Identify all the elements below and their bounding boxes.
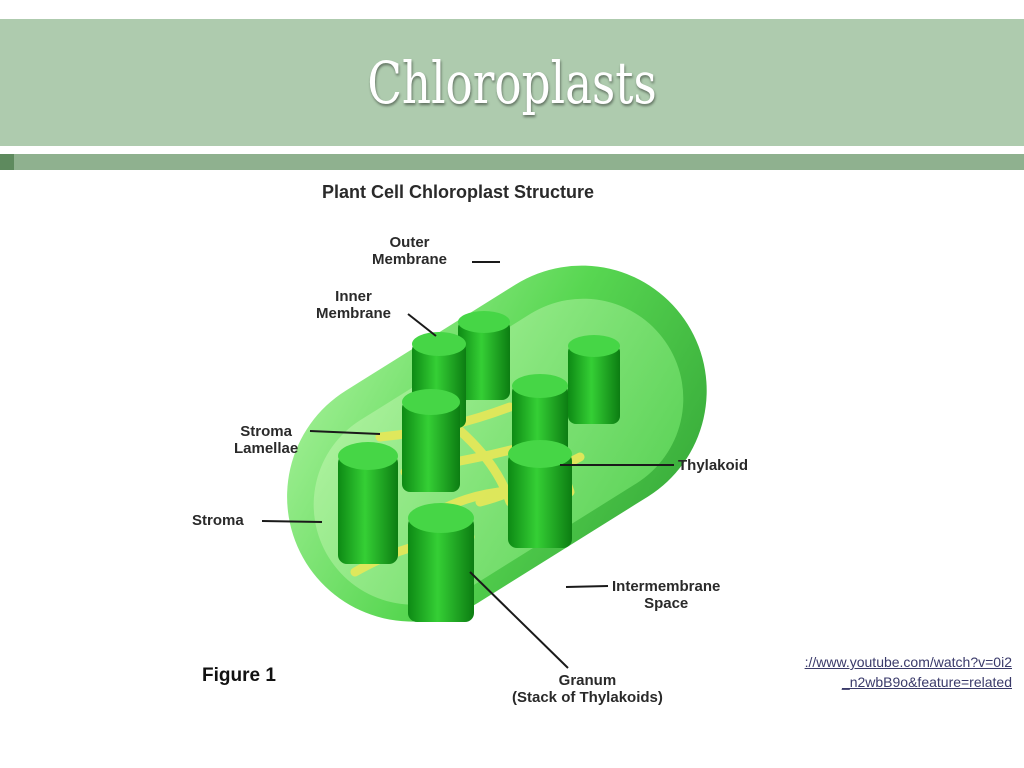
label-stroma: Stroma [192, 512, 244, 529]
label-outer-membrane: Outer Membrane [372, 234, 448, 268]
label-stroma-lamellae: Stroma Lamellae [234, 423, 299, 457]
label-inner-membrane: Inner Membrane [316, 288, 392, 322]
divider-band [0, 154, 1024, 170]
source-link[interactable]: ://www.youtube.com/watch?v=0i2 _n2wbB9o&… [732, 652, 1012, 692]
granum-6 [508, 440, 572, 548]
label-thylakoid: Thylakoid [678, 457, 749, 474]
chloroplast-figure: Plant Cell Chloroplast Structure [150, 172, 830, 732]
divider-edge [0, 154, 14, 170]
source-link-line-2[interactable]: _n2wbB9o&feature=related [841, 674, 1012, 690]
figure-number: Figure 1 [202, 665, 276, 686]
chloroplast-illustration [261, 261, 707, 669]
title-band: Chloroplasts [0, 19, 1024, 146]
granum-8 [408, 503, 474, 622]
leader-lines [261, 261, 674, 669]
label-intermembrane-space: Intermembrane Space [612, 578, 721, 612]
granum-7 [338, 442, 398, 564]
granum-5 [402, 389, 460, 492]
source-link-line-1[interactable]: ://www.youtube.com/watch?v=0i2 [804, 654, 1012, 670]
slide-title: Chloroplasts [367, 48, 657, 117]
label-granum: Granum (Stack of Thylakoids) [512, 672, 663, 706]
granum-1 [458, 311, 510, 400]
grana-stacks [338, 311, 620, 622]
divider-thin [0, 149, 1024, 152]
top-strip [0, 0, 1024, 19]
figure-title: Plant Cell Chloroplast Structure [322, 182, 595, 202]
granum-2 [568, 335, 620, 424]
